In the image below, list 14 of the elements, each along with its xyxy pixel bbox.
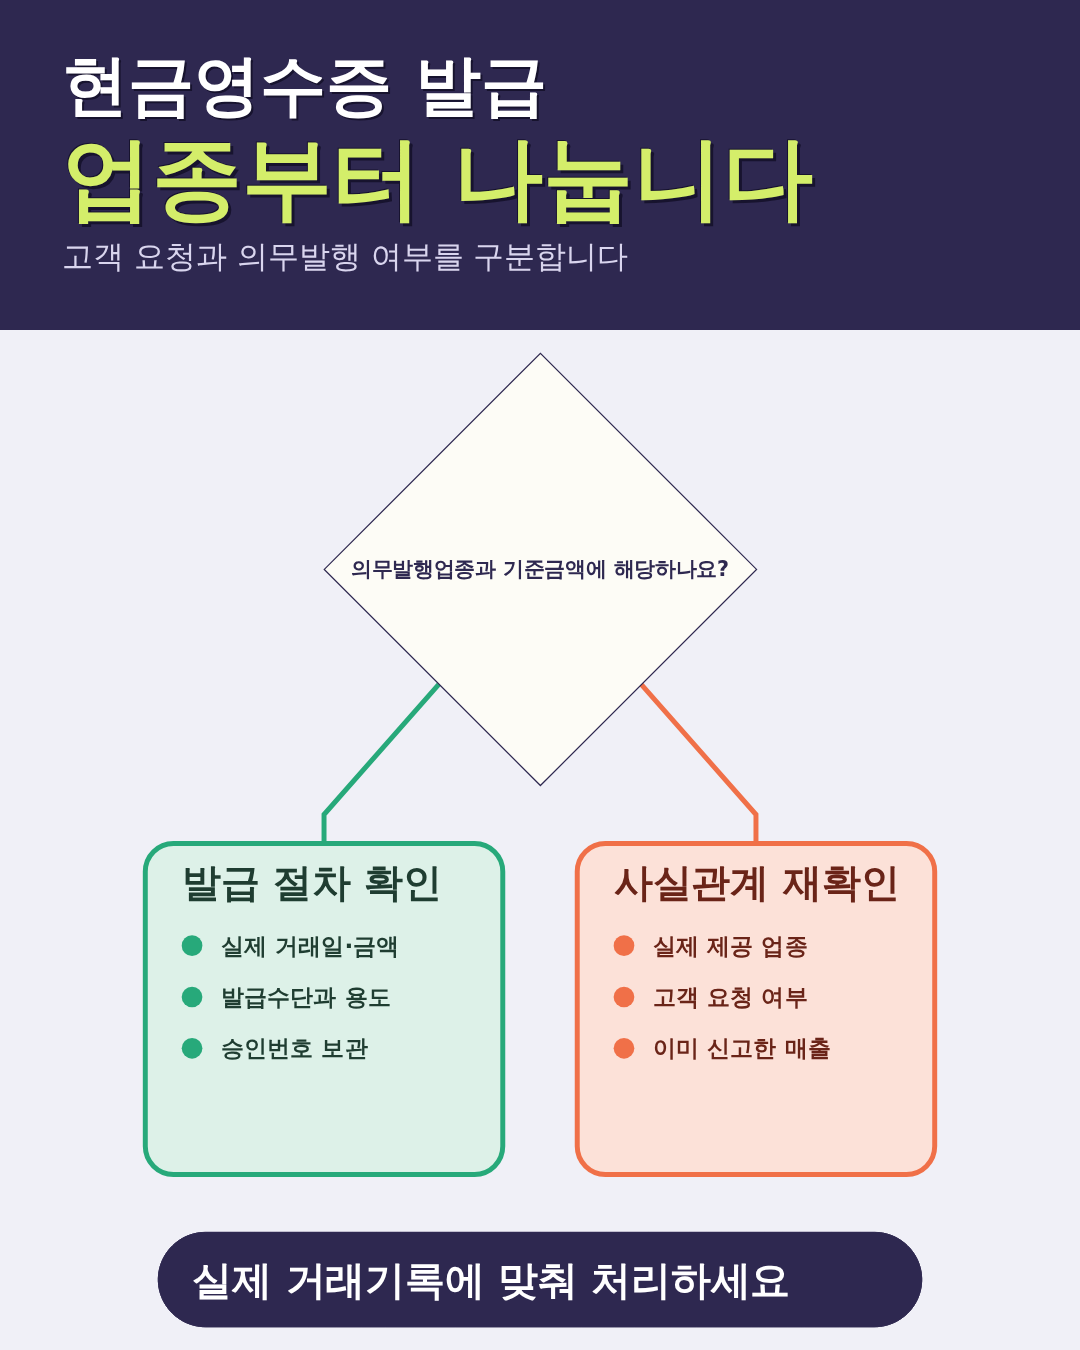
list-item: 승인번호 보관 <box>220 1033 368 1064</box>
list-item: 고객 요청 여부 <box>652 982 808 1013</box>
list-item: 실제 제공 업종 <box>652 930 808 962</box>
card-heading: 사실관계 재확인 <box>613 858 901 907</box>
list-item: 실제 거래일·금액 <box>220 930 400 962</box>
subtitle: 고객 요청과 의무발행 여부를 구분합니다 <box>62 238 629 276</box>
list-item: 발급수단과 용도 <box>220 982 391 1013</box>
card-heading: 발급 절차 확인 <box>181 858 444 907</box>
node-diamond: 의무발행업종과 기준금액에 해당하나요? <box>323 352 758 787</box>
node-box <box>574 841 938 1177</box>
headline: 업종부터 나눕니다 <box>62 128 814 227</box>
node-box <box>142 841 506 1177</box>
list-item: 이미 신고한 매출 <box>652 1033 831 1064</box>
title: 현금영수증 발급 <box>62 50 547 123</box>
